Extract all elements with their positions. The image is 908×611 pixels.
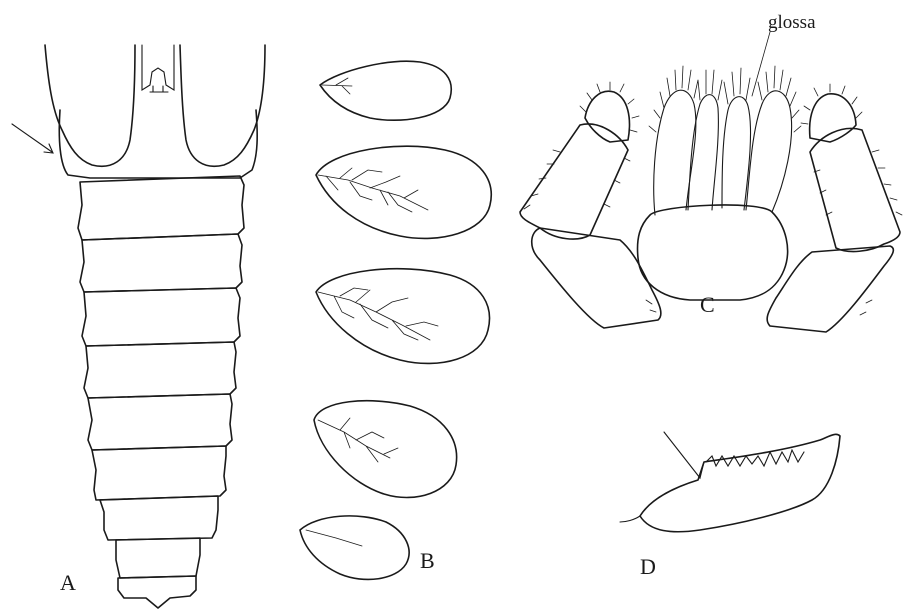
left-palp-setae — [524, 82, 656, 312]
panel-label-a: A — [60, 570, 76, 595]
right-palp-basal — [767, 246, 893, 332]
abdominal-tergite-4 — [82, 288, 240, 346]
mandible-process — [664, 432, 704, 478]
abdominal-tergite-6 — [88, 394, 232, 450]
panel-label-b: B — [420, 548, 435, 573]
panel-b-gills: B — [300, 61, 491, 579]
median-process — [142, 45, 174, 90]
left-paraglossa — [654, 90, 696, 215]
gill-2 — [316, 146, 491, 238]
right-glossa — [722, 97, 751, 210]
mandible-condyle — [620, 516, 640, 522]
abdominal-tergite-2 — [78, 176, 244, 240]
panel-label-d: D — [640, 554, 656, 579]
panel-a-abdomen: A — [12, 45, 265, 608]
abdominal-tergite-10 — [118, 576, 196, 608]
abdominal-tergite-7 — [92, 446, 226, 500]
glossa-setae — [649, 66, 801, 132]
arrow-pointer — [12, 124, 53, 153]
abdominal-tergite-1 — [59, 110, 257, 178]
panel-d-mandible: D — [620, 432, 840, 579]
abdominal-tergite-8 — [100, 496, 218, 540]
mentum — [638, 205, 788, 300]
right-paraglossa — [746, 91, 792, 212]
panel-label-c: C — [700, 292, 715, 317]
left-glossa — [688, 95, 718, 210]
glossa-label: glossa — [768, 12, 816, 33]
mandible-incisor-edge — [706, 450, 804, 466]
median-process-detail — [150, 86, 168, 92]
right-palp-setae — [801, 84, 902, 315]
mandible-outline — [640, 434, 840, 531]
gill-3 — [316, 269, 489, 364]
gill-1 — [320, 61, 451, 120]
panel-c-labium: glossa C — [520, 12, 902, 332]
left-palp-basal — [532, 228, 661, 328]
abdominal-tergite-9 — [116, 538, 200, 578]
right-palp-mid — [810, 128, 900, 251]
abdominal-tergite-5 — [84, 342, 236, 398]
gill-4 — [314, 401, 457, 498]
thorax-outline — [45, 45, 135, 166]
abdominal-tergite-3 — [80, 234, 242, 292]
gill-5 — [300, 516, 409, 580]
right-palp-apical — [810, 94, 856, 142]
thorax-outline-right — [180, 45, 265, 166]
left-palp-apical — [585, 91, 629, 142]
